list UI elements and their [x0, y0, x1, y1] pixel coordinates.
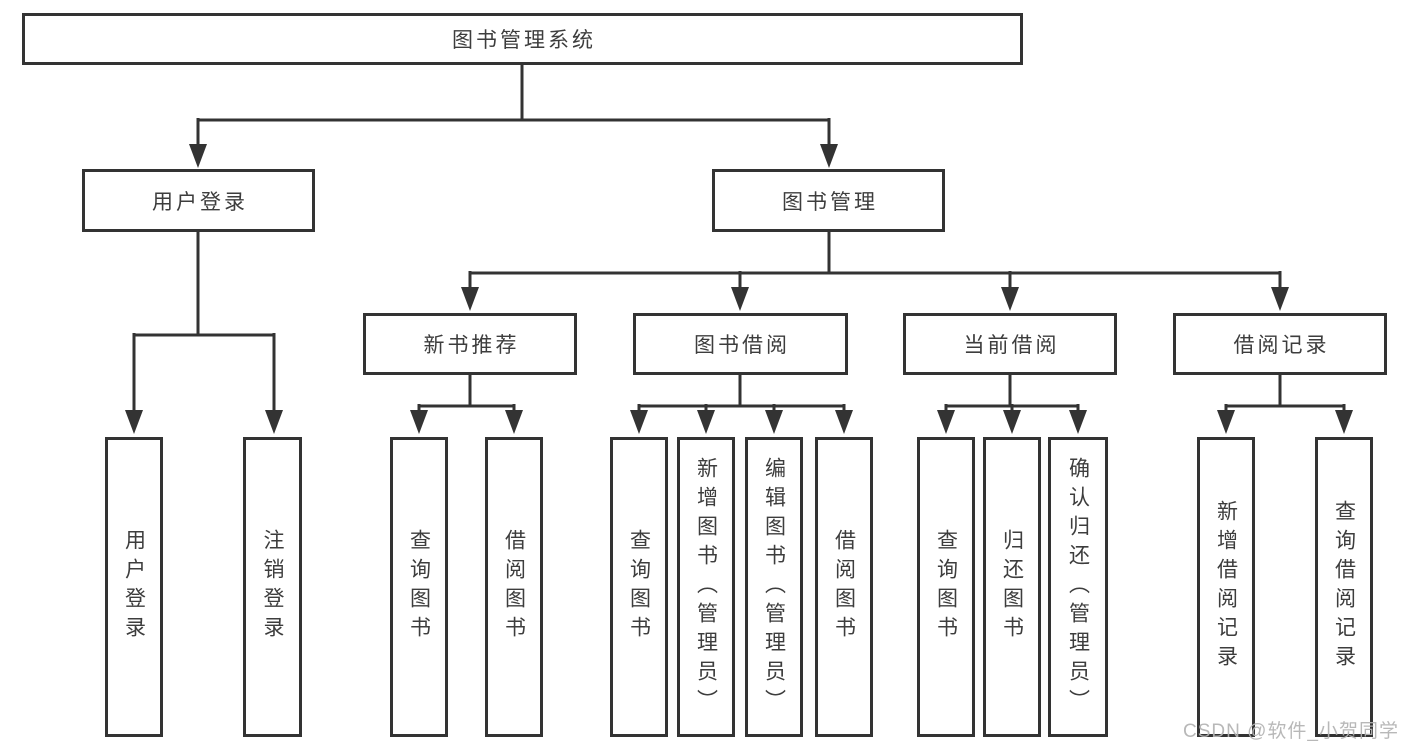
leaf-borrow-books: 借阅图书: [815, 437, 873, 737]
leaf-add-books-admin-label: 新增图书（管理员）: [694, 456, 718, 718]
leaf-query-books-borrow: 查询图书: [610, 437, 668, 737]
node-book-borrow-label: 图书借阅: [694, 334, 790, 357]
leaf-edit-books-admin: 编辑图书（管理员）: [745, 437, 803, 737]
leaf-return-books-label: 归还图书: [1000, 529, 1024, 645]
leaf-borrow-books-recommend: 借阅图书: [485, 437, 543, 737]
leaf-borrow-books-label: 借阅图书: [832, 529, 856, 645]
node-user-login-label: 用户登录: [152, 190, 248, 214]
node-user-login: 用户登录: [82, 169, 315, 232]
leaf-confirm-return-admin: 确认归还（管理员）: [1048, 437, 1108, 737]
leaf-add-borrow-record-label: 新增借阅记录: [1214, 500, 1238, 674]
node-current-borrow-label: 当前借阅: [963, 334, 1060, 357]
leaf-logout: 注销登录: [243, 437, 302, 737]
leaf-query-borrow-record: 查询借阅记录: [1315, 437, 1373, 737]
leaf-query-books-borrow-label: 查询图书: [627, 529, 651, 645]
node-library-system-label: 图书管理系统: [452, 29, 596, 52]
leaf-add-borrow-record: 新增借阅记录: [1197, 437, 1255, 737]
node-book-management-label: 图书管理: [782, 190, 878, 214]
leaf-confirm-return-admin-label: 确认归还（管理员）: [1066, 456, 1090, 718]
leaf-query-borrow-record-label: 查询借阅记录: [1332, 500, 1356, 674]
leaf-logout-label: 注销登录: [261, 529, 284, 645]
node-book-management: 图书管理: [712, 169, 945, 232]
arrowheads: [125, 144, 1353, 434]
leaf-edit-books-admin-label: 编辑图书（管理员）: [762, 456, 786, 718]
node-new-book-recommend: 新书推荐: [363, 313, 577, 375]
node-book-borrow: 图书借阅: [633, 313, 848, 375]
node-borrow-records: 借阅记录: [1173, 313, 1387, 375]
leaf-user-login-label: 用户登录: [122, 529, 146, 645]
leaf-return-books: 归还图书: [983, 437, 1041, 737]
node-current-borrow: 当前借阅: [903, 313, 1117, 375]
node-library-system: 图书管理系统: [22, 13, 1023, 65]
leaf-user-login: 用户登录: [105, 437, 163, 737]
leaf-query-books-current: 查询图书: [917, 437, 975, 737]
leaf-query-books-current-label: 查询图书: [934, 529, 958, 645]
leaf-query-books-recommend-label: 查询图书: [407, 529, 431, 645]
leaf-add-books-admin: 新增图书（管理员）: [677, 437, 735, 737]
leaf-query-books-recommend: 查询图书: [390, 437, 448, 737]
csdn-watermark: CSDN @软件_小贺同学: [1183, 721, 1399, 742]
leaf-borrow-books-recommend-label: 借阅图书: [502, 529, 526, 645]
node-borrow-records-label: 借阅记录: [1233, 334, 1330, 357]
node-new-book-recommend-label: 新书推荐: [423, 334, 520, 357]
